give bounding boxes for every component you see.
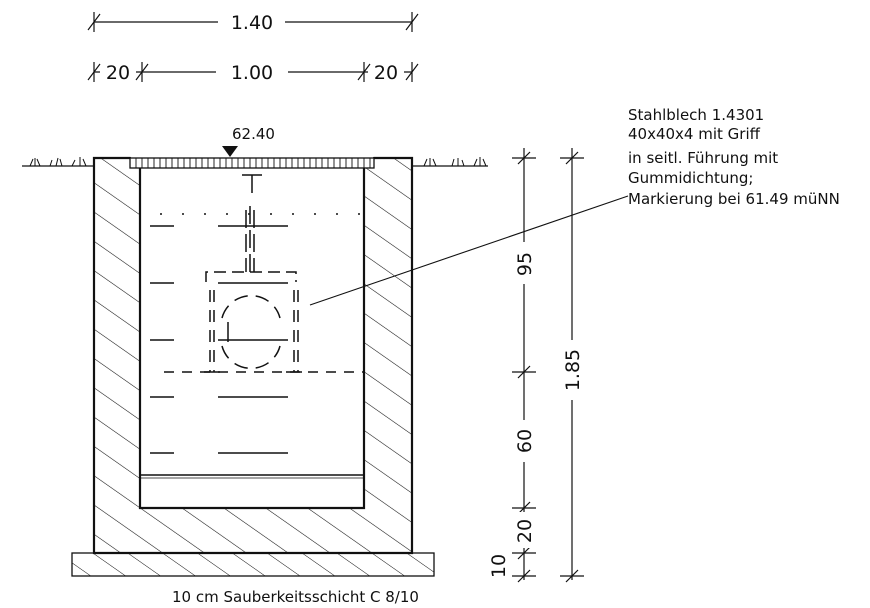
annotation-line: Markierung bei 61.49 müNN <box>628 190 840 208</box>
middle-section-height-label: 60 <box>514 429 536 453</box>
upper-section-height-label: 95 <box>514 252 536 276</box>
rung-dashes <box>150 225 288 454</box>
left-wall-width-label: 20 <box>106 62 130 84</box>
sliding-gate-plate <box>164 174 364 373</box>
inner-width-label: 1.00 <box>231 62 273 84</box>
concrete-shell <box>92 156 414 555</box>
total-width-label: 1.40 <box>231 12 273 34</box>
base-slab-height-label: 20 <box>514 519 536 543</box>
total-height-label: 1.85 <box>562 349 584 391</box>
blinding-height-label: 10 <box>488 554 510 578</box>
blinding-note: 10 cm Sauberkeitsschicht C 8/10 <box>172 588 419 606</box>
dimension-total-width: 1.40 <box>87 12 419 34</box>
ground-surface <box>22 157 488 167</box>
annotation-line: Stahlblech 1.4301 <box>628 106 764 124</box>
annotation-line: 40x40x4 mit Griff <box>628 125 761 143</box>
level-marker: 62.40 <box>222 125 275 157</box>
annotation-leader <box>309 195 629 306</box>
cover-grating <box>129 157 375 169</box>
annotation-block: Stahlblech 1.4301 40x40x4 mit Griff in s… <box>628 106 840 208</box>
annotation-line: in seitl. Führung mit <box>628 149 778 167</box>
dimension-wall-inner-widths: 20 1.00 20 <box>87 60 419 84</box>
blinding-layer <box>71 552 435 577</box>
inner-base-step <box>140 474 364 479</box>
annotation-line: Gummidichtung; <box>628 169 753 187</box>
right-wall-width-label: 20 <box>374 62 398 84</box>
dimension-vertical-sections <box>512 148 536 583</box>
level-label: 62.40 <box>232 125 275 143</box>
